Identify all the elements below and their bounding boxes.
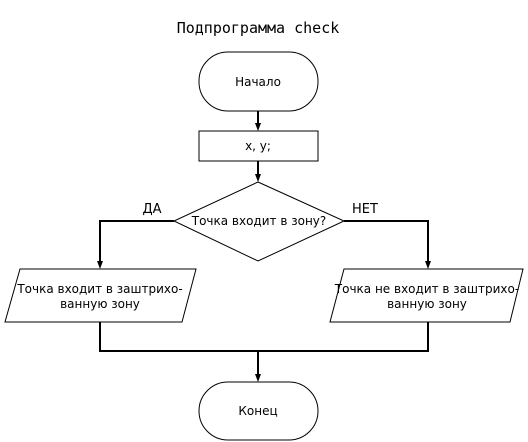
start-node <box>198 51 319 112</box>
output-no-line1: Точка не входит в заштрихо- <box>334 282 519 296</box>
diagram-title: Подпрограмма check <box>177 19 340 37</box>
output-yes-line2: ванную зону <box>60 297 140 311</box>
end-node-label: Конец <box>238 404 277 418</box>
input-node-label: x, y; <box>245 139 271 153</box>
branch-no-label: НЕТ <box>352 202 378 217</box>
output-yes-line1: Точка входит в заштрихо- <box>16 282 182 296</box>
edge-merge <box>99 322 429 352</box>
edge-decision-yes <box>97 220 174 269</box>
output-no-line2: ванную зону <box>387 297 467 311</box>
output-yes-node <box>4 268 197 323</box>
branch-yes-label: ДА <box>142 202 161 217</box>
decision-node-label: Точка входит в зону? <box>191 214 327 228</box>
decision-node <box>172 181 346 262</box>
edge-decision-no <box>344 220 431 269</box>
end-node <box>198 381 319 441</box>
input-node <box>198 130 319 162</box>
start-node-label: Начало <box>235 75 281 89</box>
output-no-node <box>329 268 524 323</box>
